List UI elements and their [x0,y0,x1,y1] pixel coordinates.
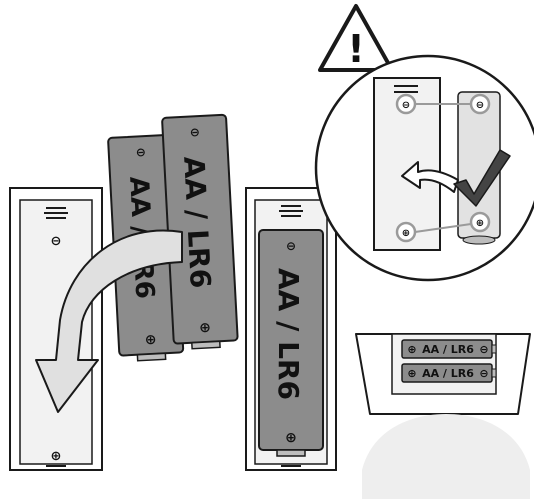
battery-inserted: ⊖ AA / LR6 ⊕ [258,229,324,457]
battery-back-minus: ⊖ [135,145,146,160]
warning-triangle-icon [318,4,394,72]
detail-plus-left: ⊕ [402,228,410,239]
detail-minus-right: ⊖ [476,100,484,111]
slot-battery-bottom: ⊕ AA / LR6 ⊖ [401,363,497,383]
battery-back-plus: ⊕ [144,332,157,349]
slot-battery-top: ⊕ AA / LR6 ⊖ [401,339,497,359]
battery-inserted-plus: ⊕ [285,430,297,446]
slot-top-plus: ⊕ [407,343,416,356]
warning-symbol: ! [347,27,364,71]
slot-top-minus: ⊖ [479,343,488,356]
slot-bottom-label: AA / LR6 [422,367,474,380]
battery-front: ⊖ AA / LR6 ⊕ [161,113,239,350]
compartment-plus-marker: ⊕ [51,449,62,464]
slot-bottom-plus: ⊕ [407,367,416,380]
compartment-minus-marker: ⊖ [51,234,62,249]
detail-plus-ring-right [469,211,491,233]
slot-top-label: AA / LR6 [422,343,474,356]
curved-arrow-icon [35,229,183,413]
battery-front-plus: ⊕ [199,320,212,337]
detail-plus-connector [414,223,472,233]
detail-minus-left: ⊖ [402,100,410,111]
battery-inserted-label: AA / LR6 [272,268,305,400]
slot-bottom-minus: ⊖ [479,367,488,380]
empty-compartment [9,187,103,471]
detail-plus-right: ⊕ [476,218,484,229]
battery-front-label: AA / LR6 [177,156,217,289]
battery-inserted-minus: ⊖ [286,239,296,253]
check-icon [453,149,511,207]
battery-front-minus: ⊖ [189,125,200,140]
detail-curved-arrow-icon [401,161,459,193]
